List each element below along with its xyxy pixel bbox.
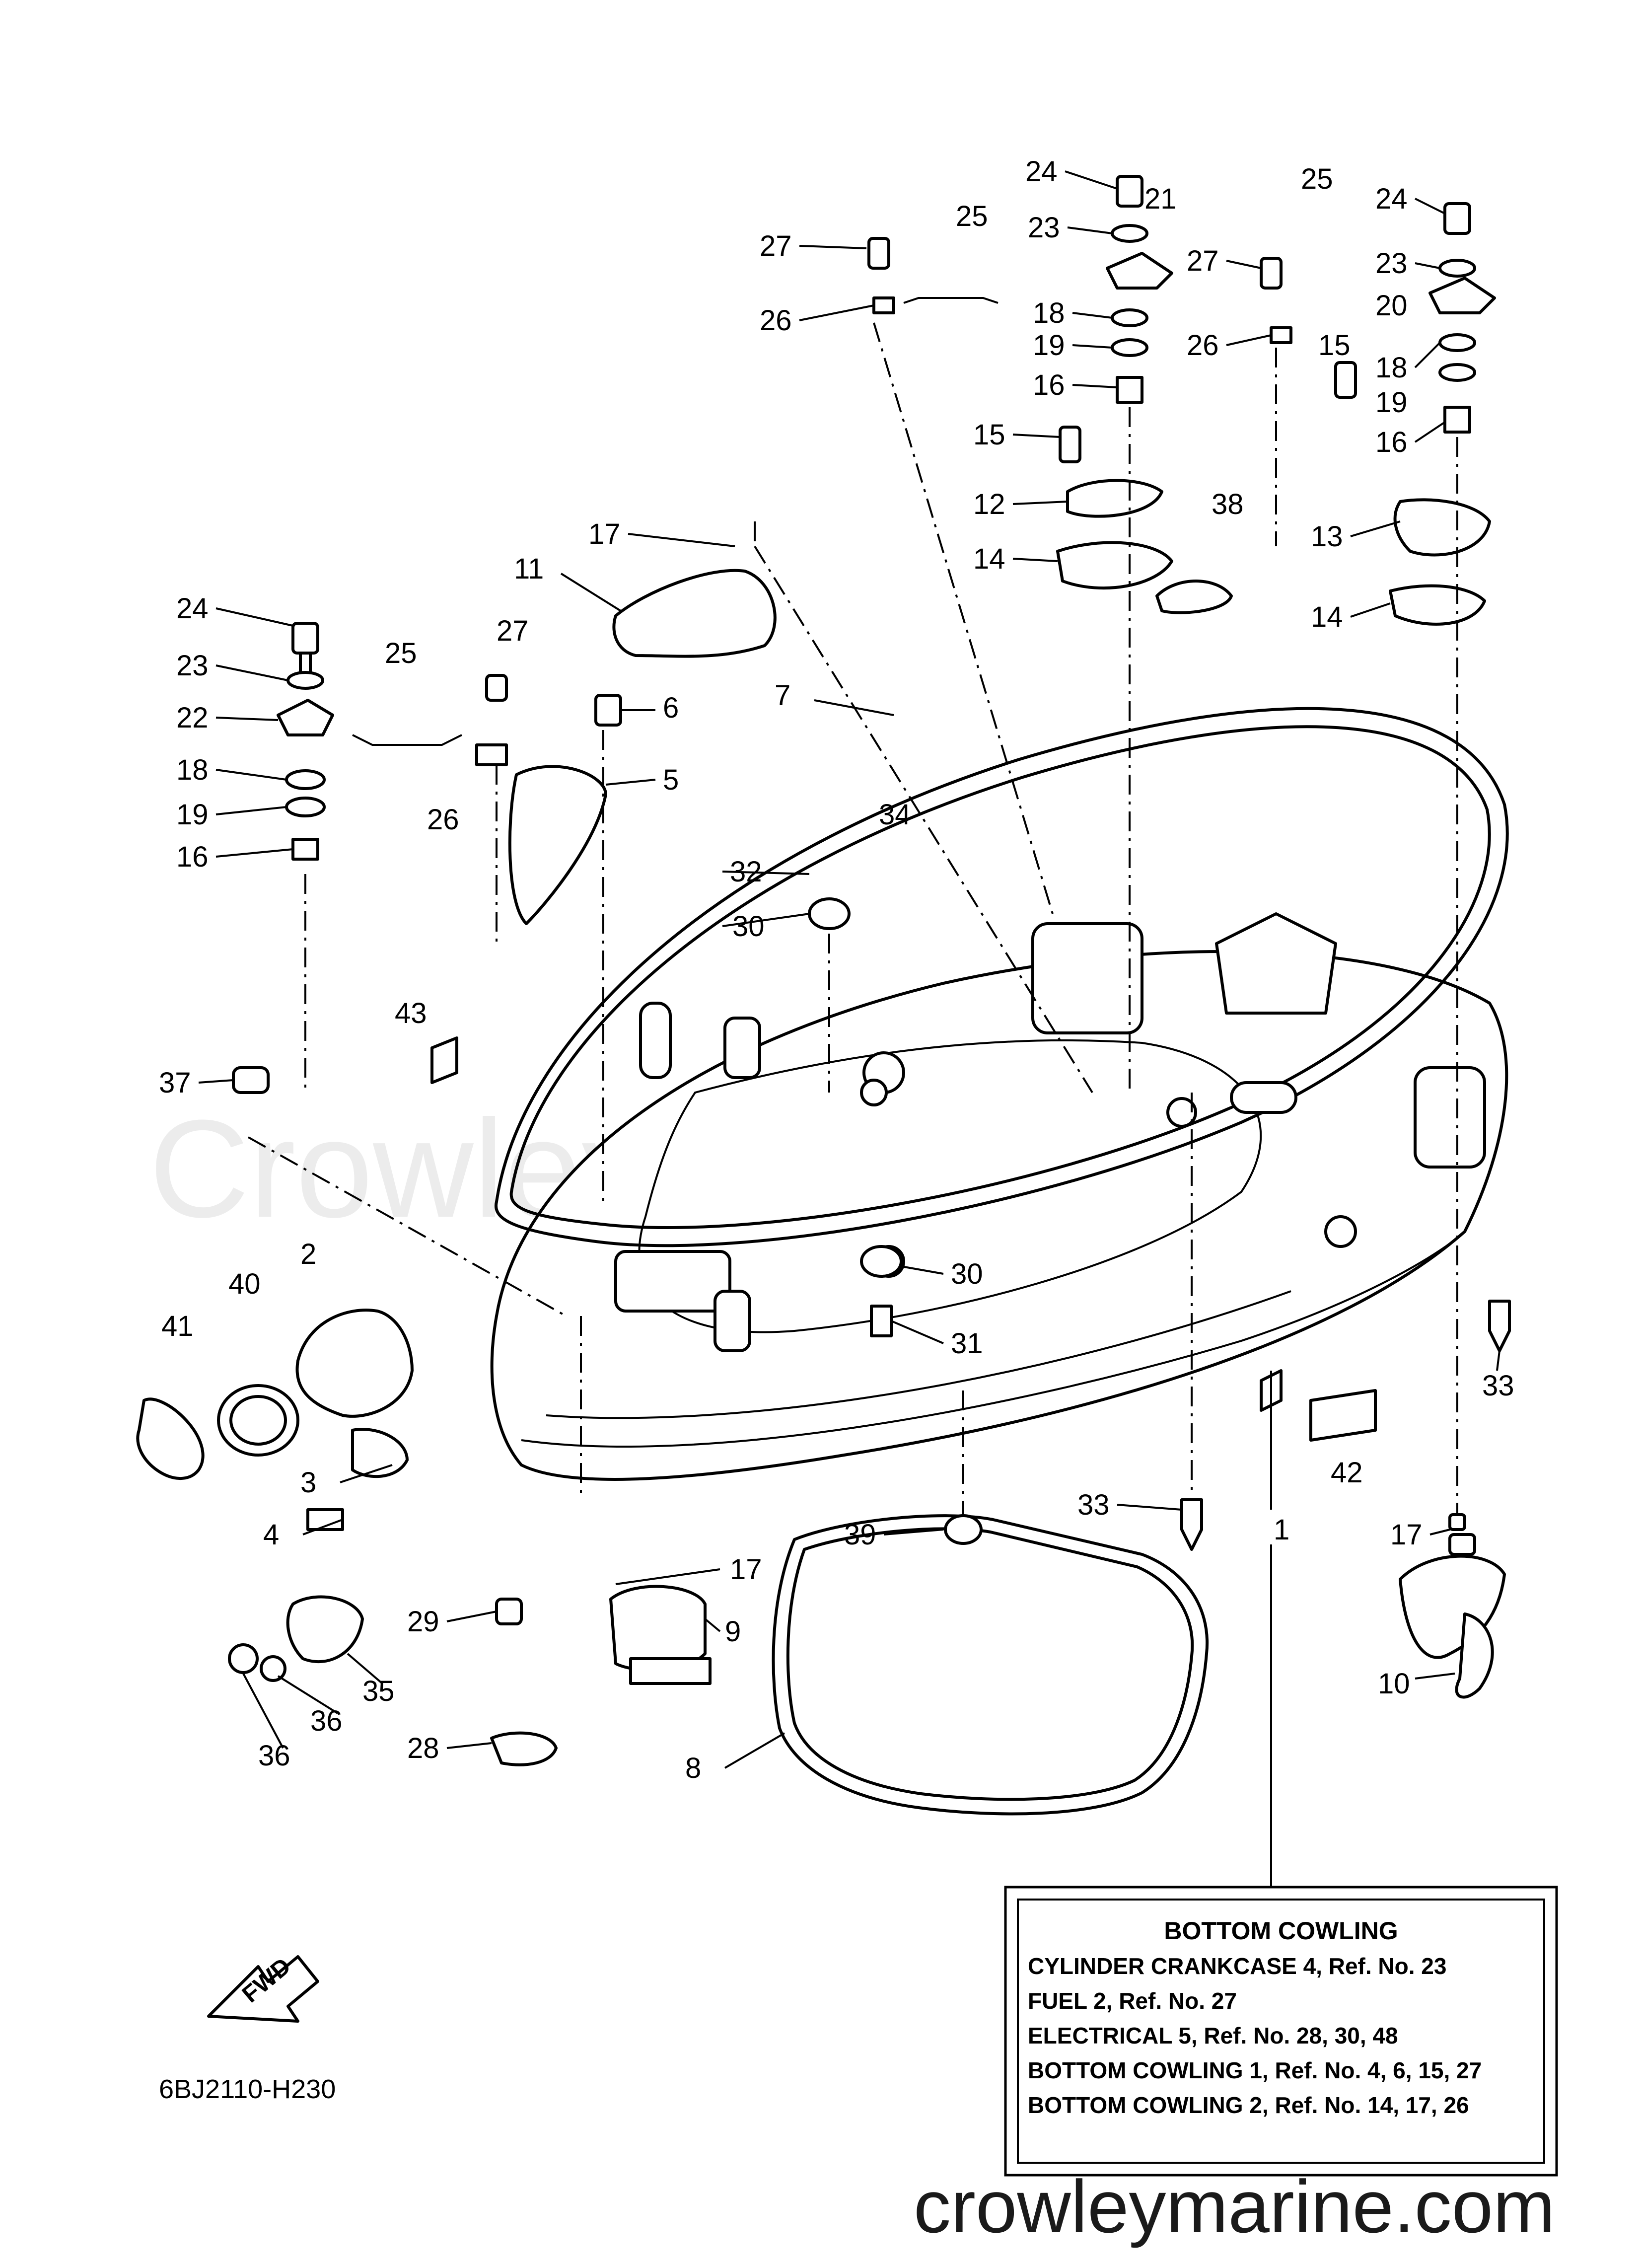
callout-label: 30	[732, 910, 765, 943]
callout-label: 14	[973, 543, 1005, 575]
callout-label: 31	[951, 1327, 983, 1360]
callout-label: 16	[176, 841, 209, 873]
callout-label: 4	[263, 1519, 279, 1551]
callout-label: 42	[1331, 1457, 1363, 1489]
callout-label: 15	[1318, 329, 1351, 362]
callout-label: 18	[176, 754, 209, 786]
callout-label: 11	[514, 553, 544, 585]
hook-assembly-center	[867, 175, 1173, 590]
callout-label: 33	[1077, 1489, 1110, 1521]
callout-label: 34	[879, 799, 911, 831]
callout-label: 10	[1378, 1668, 1410, 1700]
callout-label: 25	[1301, 163, 1333, 195]
callout-label: 2	[300, 1238, 316, 1270]
hook-assembly-right	[1155, 202, 1496, 626]
callout-label: 26	[1187, 329, 1219, 362]
callout-label: 8	[685, 1752, 701, 1784]
callout-label: 38	[1212, 488, 1244, 520]
assembly-lines	[248, 322, 1458, 1515]
callout-label: 12	[973, 488, 1005, 520]
callout-label: 36	[258, 1740, 290, 1772]
callout-label: 16	[1375, 426, 1408, 458]
seal-ring	[494, 707, 1509, 1247]
callout-label: 18	[1033, 297, 1065, 329]
callout-label: 17	[1390, 1519, 1423, 1551]
callout-label: 21	[1144, 183, 1177, 215]
callout-label: 16	[1033, 369, 1065, 401]
callout-label: 26	[760, 304, 792, 337]
reference-line: CYLINDER CRANKCASE 4, Ref. No. 23	[1028, 1953, 1446, 1979]
reference-box: BOTTOM COWLING CYLINDER CRANKCASE 4, Ref…	[1004, 1886, 1558, 2177]
callout-label: 24	[1025, 155, 1058, 188]
forward-direction-arrow: FWD	[207, 1953, 319, 2023]
callout-label: 25	[385, 637, 417, 669]
hook-assembly-left	[277, 622, 622, 925]
grommets	[808, 897, 1511, 1551]
callout-label: 6	[663, 692, 679, 724]
callout-label: 15	[973, 419, 1005, 451]
callout-label: 9	[725, 1615, 741, 1648]
callout-label: 23	[1375, 247, 1408, 280]
callout-label: 27	[497, 615, 529, 647]
reference-line: FUEL 2, Ref. No. 27	[1028, 1988, 1237, 2014]
website-label: crowleymarine.com	[914, 2165, 1555, 2248]
lever-housing	[612, 569, 777, 658]
callout-label: 33	[1482, 1370, 1514, 1402]
callout-label: 27	[760, 230, 792, 262]
caution-labels	[430, 1036, 1377, 1442]
callout-label: 19	[176, 799, 209, 831]
callout-label: 39	[844, 1519, 876, 1551]
reference-line: BOTTOM COWLING 1, Ref. No. 4, 6, 15, 27	[1028, 2057, 1482, 2083]
callout-label: 24	[1375, 183, 1408, 215]
callout-label: 17	[730, 1553, 762, 1586]
callout-label: 41	[161, 1310, 194, 1342]
callout-label: 30	[951, 1258, 983, 1290]
callout-labels: 24 23 21 27 25 26 18 19 16 15 12 14 25 2…	[159, 155, 1514, 1784]
callout-leaders	[198, 170, 1500, 1887]
callout-label: 28	[407, 1732, 439, 1764]
callout-label: 25	[956, 200, 988, 232]
callout-label: 26	[427, 804, 459, 836]
callout-label: 40	[228, 1268, 261, 1300]
callout-label: 17	[588, 518, 621, 550]
callout-label: 1	[1274, 1514, 1289, 1546]
callout-label: 19	[1033, 329, 1065, 362]
callout-label: 20	[1375, 290, 1408, 322]
callout-label: 7	[775, 679, 790, 712]
lower-clamps	[609, 1513, 1506, 1699]
callout-label: 43	[395, 997, 427, 1029]
reference-box-title: BOTTOM COWLING	[1164, 1917, 1398, 1945]
callout-label: 27	[1187, 245, 1219, 277]
callout-label: 18	[1375, 352, 1408, 384]
callout-label: 23	[176, 650, 209, 682]
callout-label: 37	[159, 1067, 191, 1099]
callout-label: 23	[1028, 212, 1060, 244]
callout-label: 29	[407, 1606, 439, 1638]
callout-label: 19	[1375, 386, 1408, 419]
callout-label: 13	[1311, 520, 1343, 553]
cowling-inner-details	[614, 912, 1486, 1352]
callout-label: 36	[310, 1705, 343, 1737]
callout-label: 3	[300, 1466, 316, 1499]
callout-label: 22	[176, 702, 209, 734]
reference-line: BOTTOM COWLING 2, Ref. No. 14, 17, 26	[1028, 2092, 1469, 2118]
diagram-code: 6BJ2110-H230	[159, 2074, 336, 2104]
reference-line: ELECTRICAL 5, Ref. No. 28, 30, 48	[1028, 2023, 1398, 2049]
callout-label: 24	[176, 592, 209, 625]
grommet-assembly	[136, 1066, 558, 1766]
callout-label: 5	[663, 764, 679, 796]
callout-label: 14	[1311, 601, 1343, 633]
lower-seal	[772, 1514, 1209, 1816]
